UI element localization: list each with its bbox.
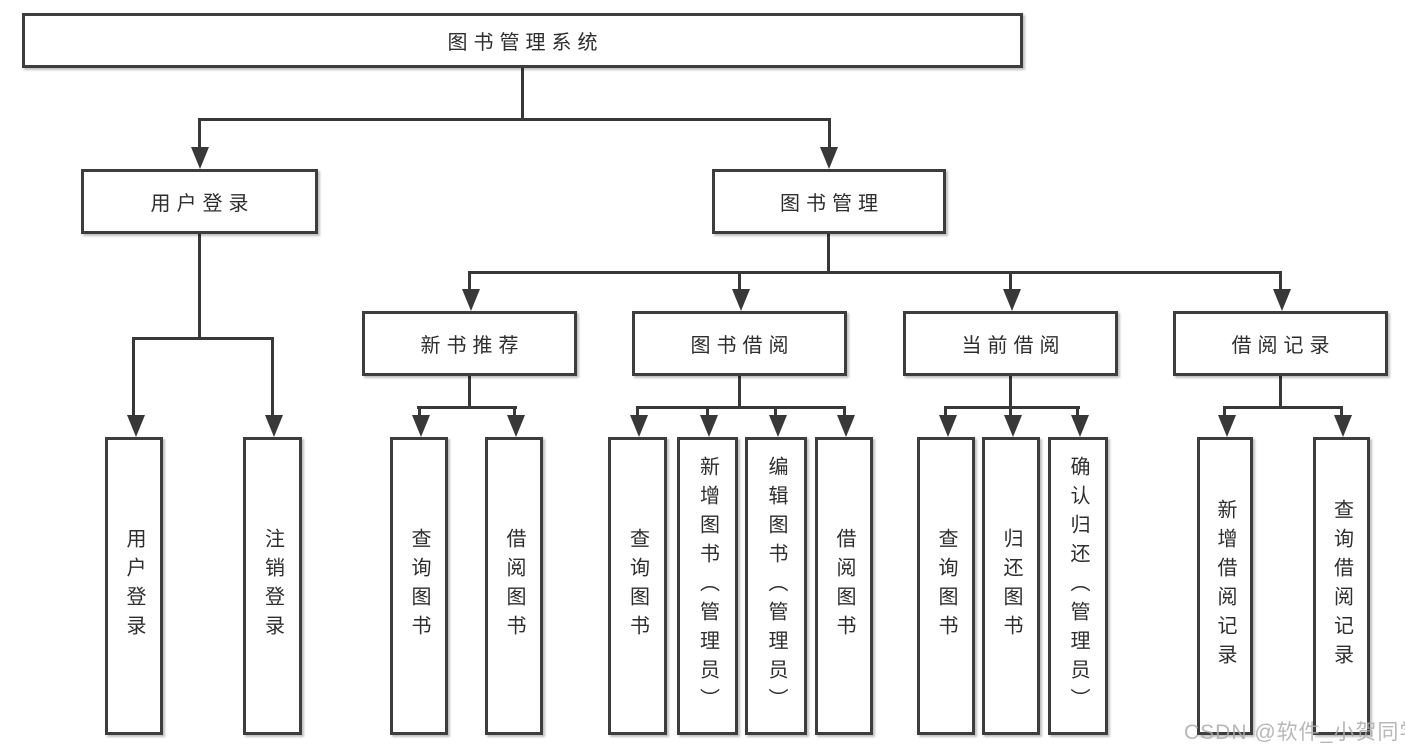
arrowhead-down-icon bbox=[630, 415, 648, 437]
leaf-label: 归还图书 bbox=[1000, 528, 1022, 644]
connector-line bbox=[198, 118, 201, 150]
node-label: 当前借阅 bbox=[961, 335, 1066, 357]
connector-line bbox=[1279, 271, 1282, 293]
arrowhead-down-icon bbox=[769, 415, 787, 437]
leaf-label: 确认归还（管理员） bbox=[1067, 455, 1089, 717]
csdn-watermark: CSDN @软件_小贺同学 bbox=[1184, 721, 1405, 744]
leaf-borrow-books-recommend: 借阅图书 bbox=[485, 437, 543, 735]
connector-line bbox=[738, 376, 741, 409]
connector-line bbox=[1223, 406, 1343, 409]
connector-line bbox=[828, 118, 831, 150]
leaf-confirm-return-admin: 确认归还（管理员） bbox=[1048, 437, 1108, 735]
connector-line bbox=[468, 271, 471, 293]
connector-line bbox=[843, 406, 846, 420]
connector-line bbox=[706, 406, 709, 420]
connector-line bbox=[738, 271, 741, 293]
connector-line bbox=[521, 68, 524, 121]
arrowhead-down-icon bbox=[837, 415, 855, 437]
leaf-label: 查询图书 bbox=[626, 528, 649, 644]
leaf-label: 查询借阅记录 bbox=[1330, 499, 1353, 673]
connector-line bbox=[271, 337, 274, 419]
arrowhead-down-icon bbox=[191, 147, 209, 169]
leaf-query-books-borrowing: 查询图书 bbox=[608, 437, 667, 735]
connector-line bbox=[827, 234, 830, 274]
arrowhead-down-icon bbox=[127, 415, 145, 437]
leaf-query-books-recommend: 查询图书 bbox=[390, 437, 448, 735]
leaf-add-borrow-record: 新增借阅记录 bbox=[1197, 437, 1253, 735]
leaf-label: 新增借阅记录 bbox=[1214, 499, 1236, 673]
leaf-query-books-current: 查询图书 bbox=[917, 437, 975, 735]
connector-line bbox=[1009, 376, 1012, 409]
node-label: 借阅记录 bbox=[1231, 335, 1336, 357]
connector-line bbox=[418, 406, 421, 420]
connector-line bbox=[132, 337, 274, 340]
leaf-label: 借阅图书 bbox=[503, 528, 525, 644]
arrowhead-down-icon bbox=[700, 415, 718, 437]
arrowhead-down-icon bbox=[507, 415, 525, 437]
connector-line bbox=[1223, 406, 1226, 420]
connector-line bbox=[636, 406, 639, 420]
connector-line bbox=[944, 406, 947, 420]
arrowhead-down-icon bbox=[732, 289, 750, 311]
arrowhead-down-icon bbox=[1273, 289, 1291, 311]
node-label: 图书管理 bbox=[780, 193, 884, 215]
connector-line bbox=[636, 406, 846, 409]
leaf-edit-book-admin: 编辑图书（管理员） bbox=[745, 437, 807, 735]
connector-line bbox=[944, 406, 1080, 409]
connector-line bbox=[1279, 376, 1282, 409]
connector-line bbox=[1076, 406, 1079, 420]
node-book-management: 图书管理 bbox=[712, 169, 946, 234]
connector-line bbox=[1009, 406, 1012, 420]
arrowhead-down-icon bbox=[939, 415, 957, 437]
connector-line bbox=[513, 406, 516, 420]
arrowhead-down-icon bbox=[412, 415, 430, 437]
leaf-label: 编辑图书（管理员） bbox=[765, 455, 787, 717]
arrowhead-down-icon bbox=[1218, 415, 1236, 437]
node-label: 图书管理系统 bbox=[447, 32, 604, 54]
connector-line bbox=[417, 406, 517, 409]
arrowhead-down-icon bbox=[462, 289, 480, 311]
node-book-borrowing: 图书借阅 bbox=[632, 311, 847, 376]
connector-line bbox=[198, 118, 831, 121]
leaf-label: 借阅图书 bbox=[833, 528, 855, 644]
leaf-label: 查询图书 bbox=[408, 528, 430, 644]
connector-line bbox=[1009, 271, 1012, 293]
node-borrowing-records: 借阅记录 bbox=[1173, 311, 1388, 376]
node-current-borrowing: 当前借阅 bbox=[903, 311, 1118, 376]
leaf-label: 新增图书（管理员） bbox=[696, 455, 719, 717]
connector-line bbox=[198, 234, 201, 340]
node-user-login: 用户登录 bbox=[81, 169, 318, 234]
leaf-borrow-books-borrowing: 借阅图书 bbox=[815, 437, 873, 735]
connector-line bbox=[468, 376, 471, 409]
node-root-library-management-system: 图书管理系统 bbox=[22, 13, 1023, 68]
arrowhead-down-icon bbox=[1071, 415, 1089, 437]
node-label: 图书借阅 bbox=[690, 335, 795, 357]
leaf-return-book: 归还图书 bbox=[982, 437, 1040, 735]
leaf-user-login: 用户登录 bbox=[105, 437, 163, 735]
node-new-book-recommendation: 新书推荐 bbox=[362, 311, 577, 376]
arrowhead-down-icon bbox=[1334, 415, 1352, 437]
connector-line bbox=[468, 271, 1282, 274]
arrowhead-down-icon bbox=[1003, 289, 1021, 311]
arrowhead-down-icon bbox=[1004, 415, 1022, 437]
connector-line bbox=[1340, 406, 1343, 420]
connector-line bbox=[774, 406, 777, 420]
leaf-logout: 注销登录 bbox=[243, 437, 302, 735]
arrowhead-down-icon bbox=[820, 147, 838, 169]
leaf-label: 注销登录 bbox=[261, 528, 284, 644]
node-label: 新书推荐 bbox=[420, 335, 525, 357]
leaf-label: 查询图书 bbox=[935, 528, 957, 644]
node-label: 用户登录 bbox=[150, 193, 255, 215]
leaf-add-book-admin: 新增图书（管理员） bbox=[677, 437, 738, 735]
connector-line bbox=[132, 337, 135, 419]
leaf-label: 用户登录 bbox=[123, 528, 145, 644]
arrowhead-down-icon bbox=[265, 415, 283, 437]
leaf-query-borrow-record: 查询借阅记录 bbox=[1313, 437, 1370, 735]
